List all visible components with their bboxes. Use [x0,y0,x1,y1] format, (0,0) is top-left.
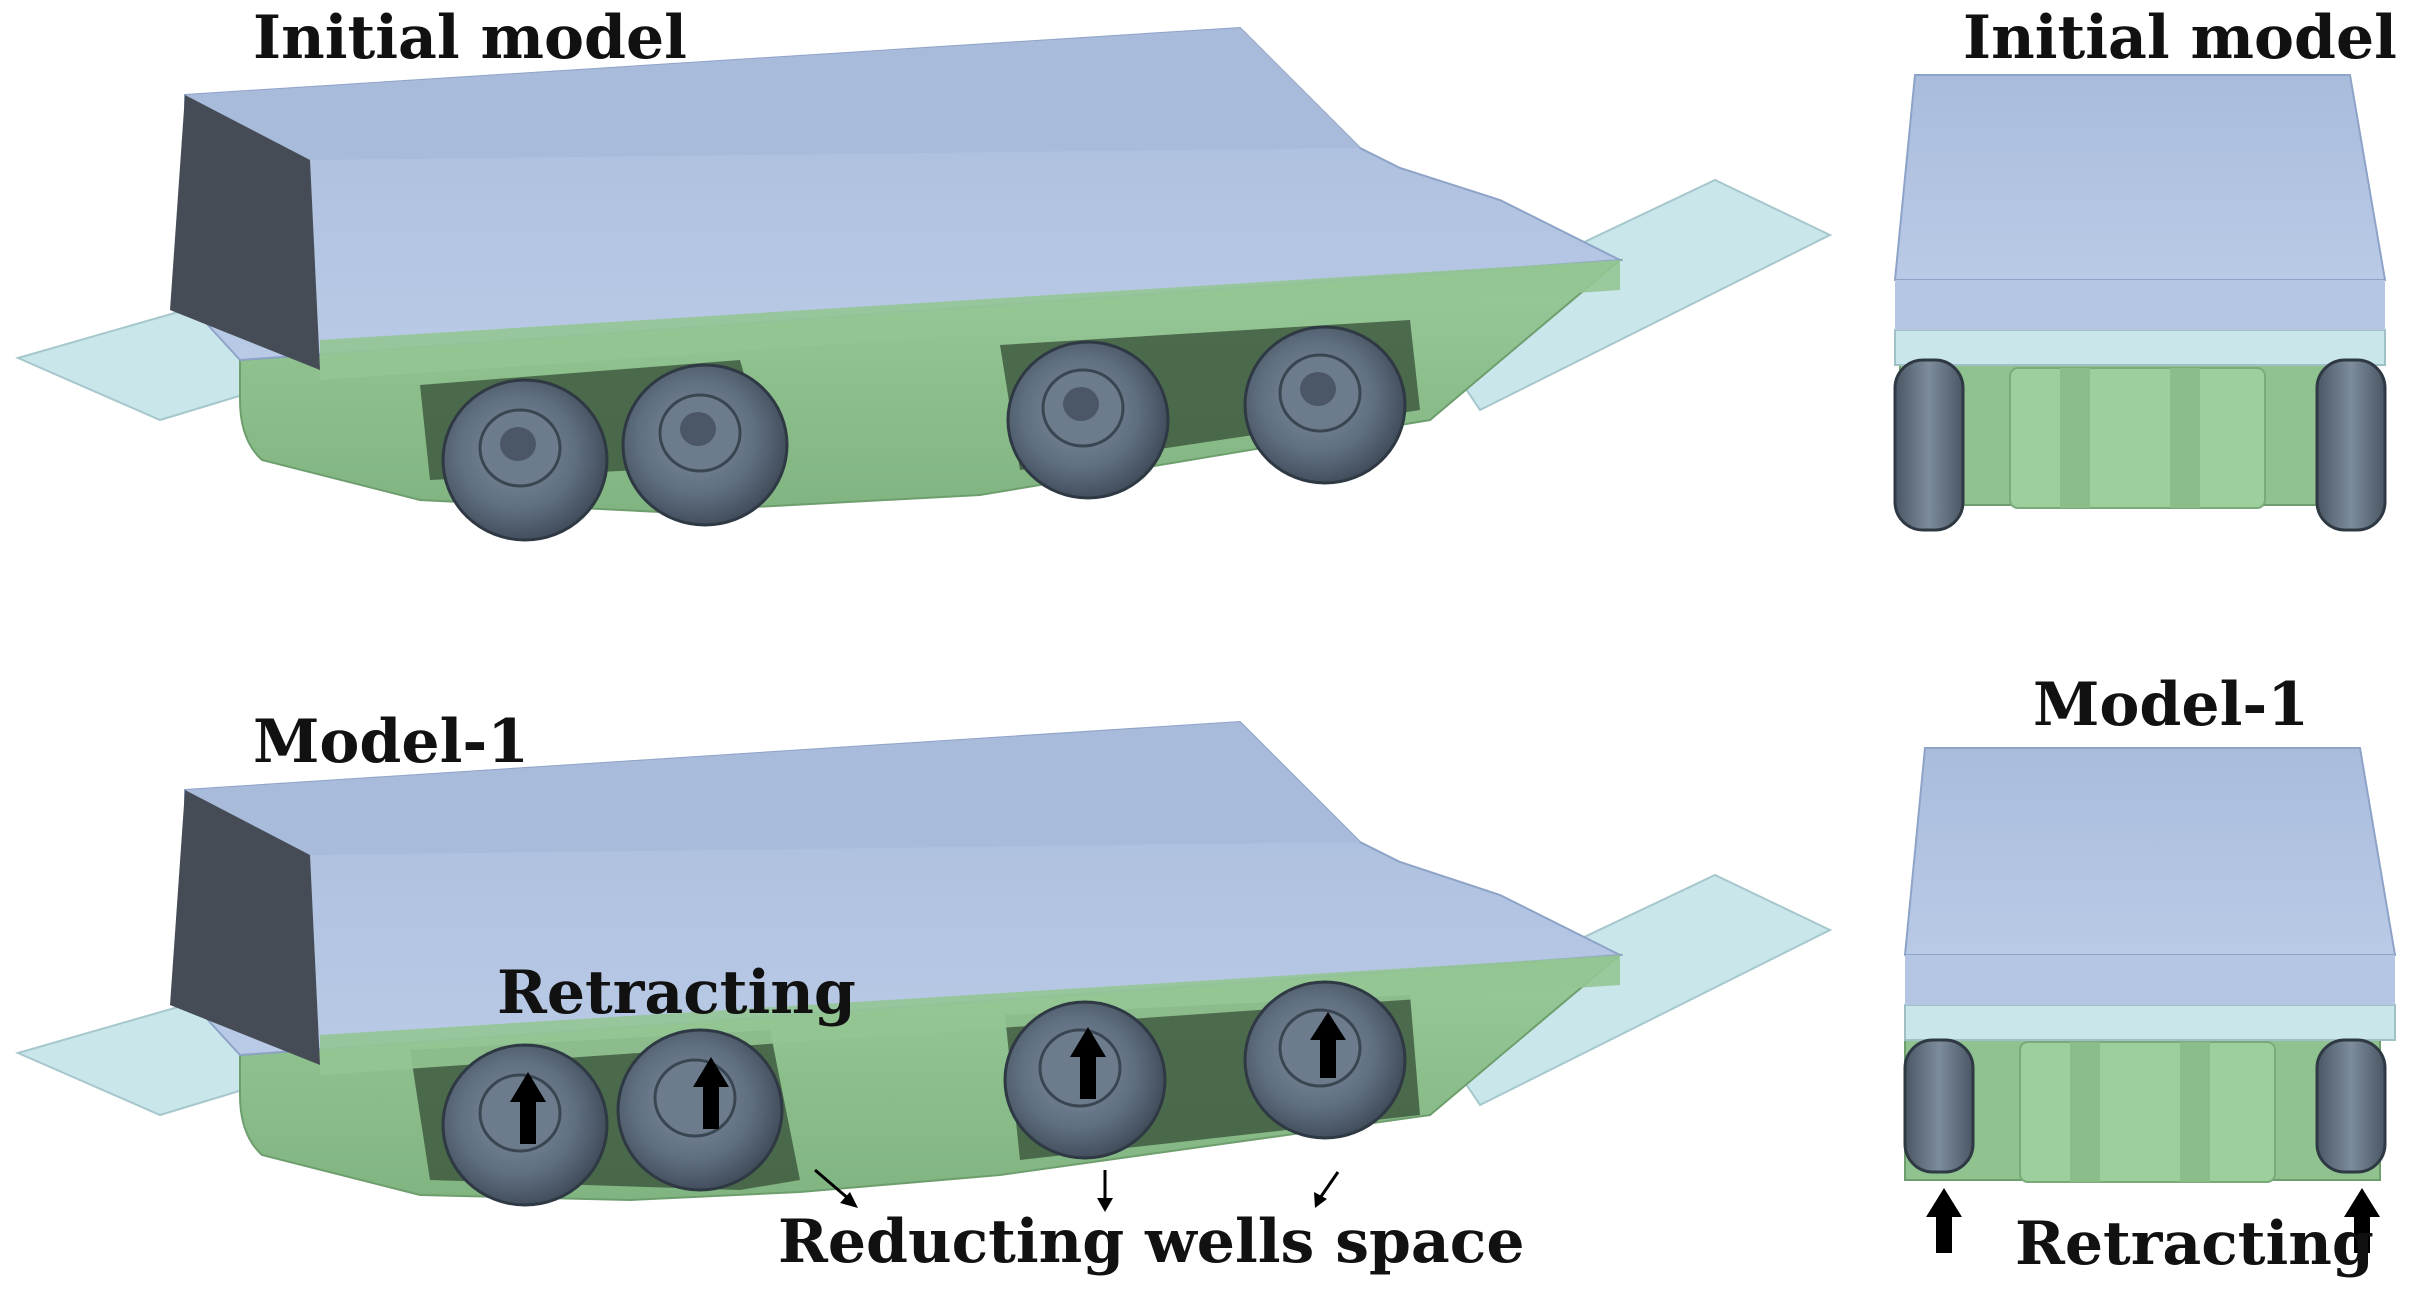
retracting-side-label: Retracting [497,958,856,1028]
front-view-initial [1893,74,2387,532]
front-wheel-left-retracted [1903,1038,1975,1174]
flap-edge [1894,329,2386,366]
front-view-model-1 [1903,747,2397,1253]
wheel-retracted [616,1028,784,1192]
wheel [621,363,789,527]
up-arrow-icon [693,1057,729,1129]
upper-body [1903,747,2397,956]
pointer-arrow-icon [814,1168,858,1208]
front-wheel-left [1893,358,1965,532]
rear-face [170,790,320,1065]
front-top-title: Initial model [1963,3,2397,73]
side-bottom-title: Model-1 [253,707,530,777]
side-view-initial [15,26,1833,542]
center-bay [2019,1041,2276,1183]
front-bottom-title: Model-1 [2033,670,2310,740]
side-view-model-1 [15,720,1833,1212]
front-wheel-right [2315,358,2387,532]
wheel [1243,325,1407,485]
upper-body-top [185,722,1360,855]
hull-side-band [320,955,1620,1075]
up-arrow-icon [1310,1012,1346,1078]
up-arrow-icon [2344,1188,2380,1253]
retracting-front-label: Retracting [2015,1209,2374,1279]
hull-side-band [320,260,1620,380]
wheel [441,378,609,542]
flap-edge [1904,1004,2396,1041]
front-wheel-right-retracted [2315,1038,2387,1174]
wheel [1006,340,1170,500]
upper-body-top [185,28,1360,160]
rear-face [170,95,320,370]
up-arrow-icon [1926,1188,1962,1253]
reducing-wells-label: Reducting wells space [778,1207,1525,1277]
pointer-arrow-icon [1314,1171,1340,1208]
up-arrow-icon [510,1072,546,1144]
side-top-title: Initial model [253,3,687,73]
pointer-arrow-icon [1097,1170,1113,1212]
up-arrow-icon [1070,1027,1106,1099]
center-bay [2009,367,2266,509]
upper-body [1893,74,2387,281]
